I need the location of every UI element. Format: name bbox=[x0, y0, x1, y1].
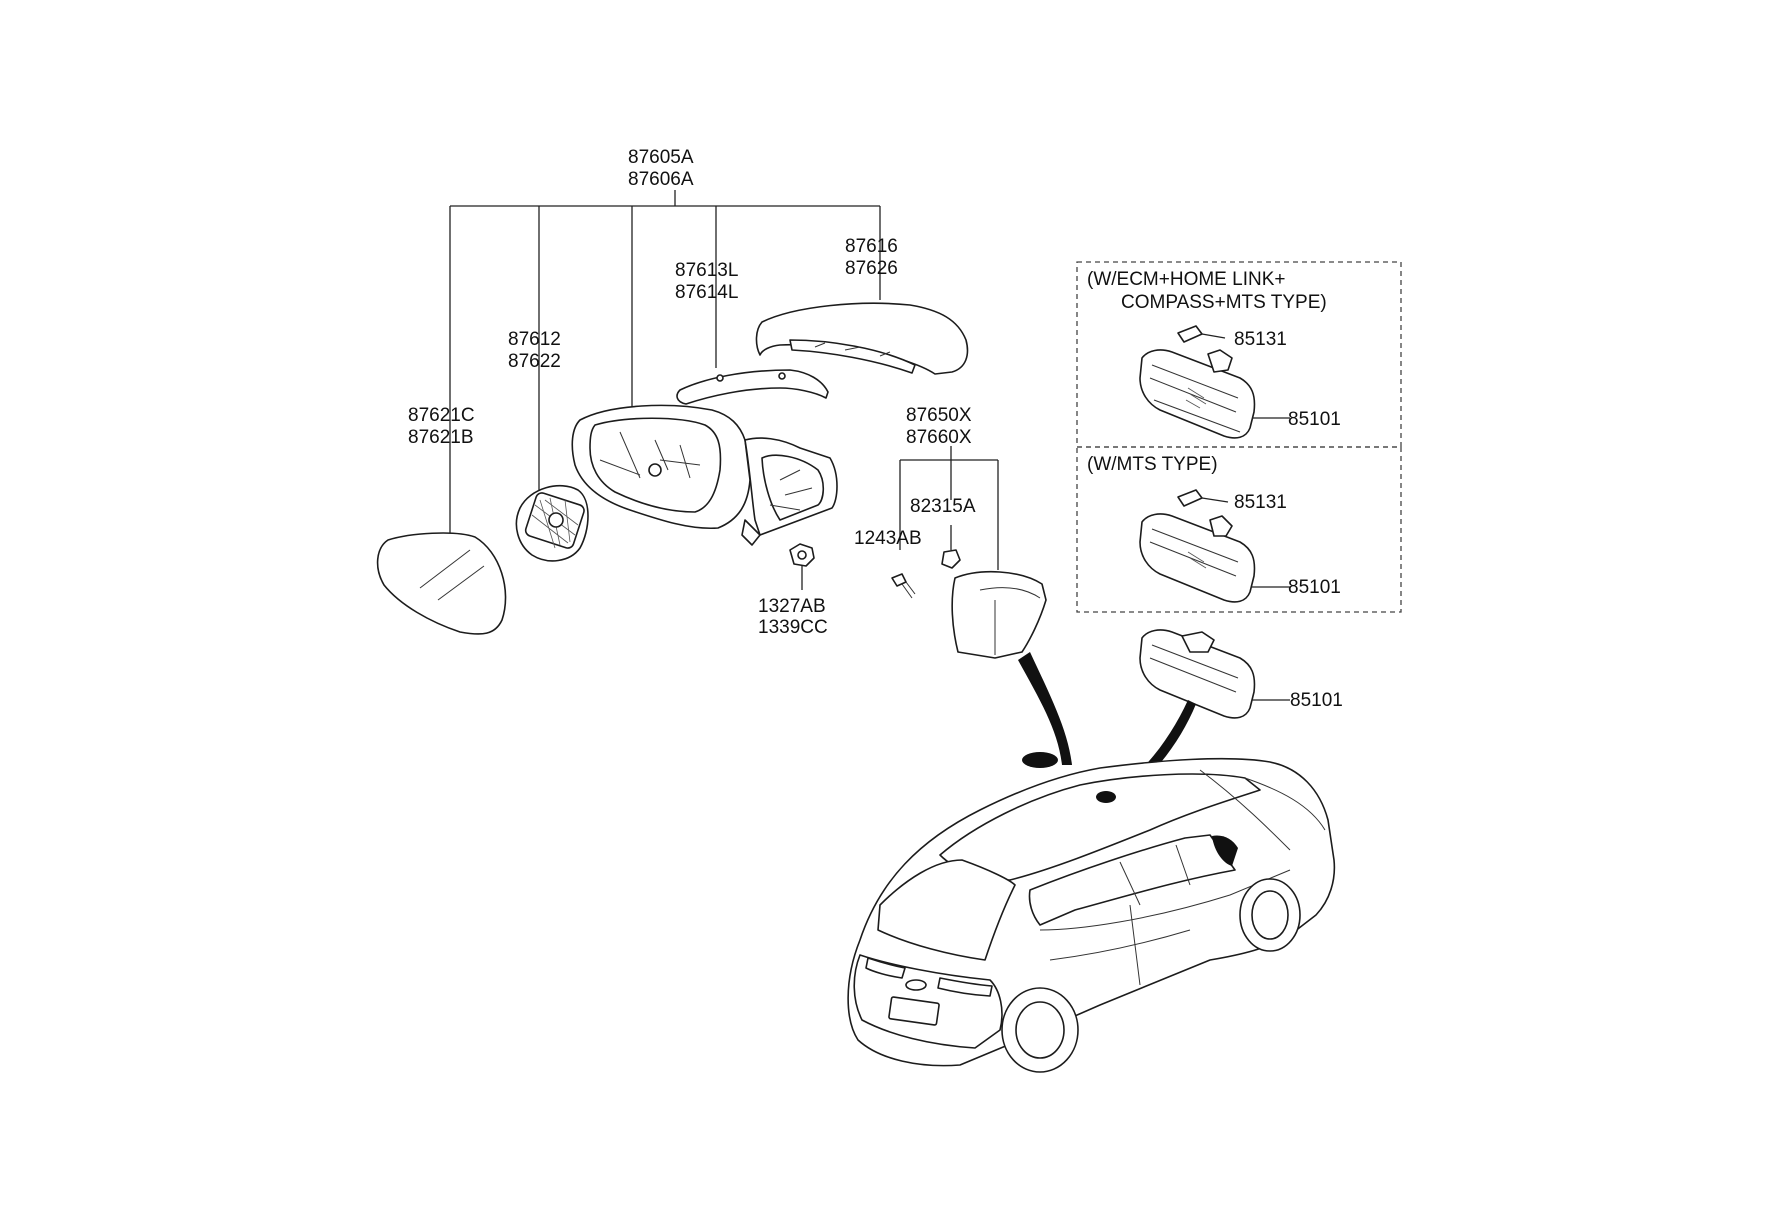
mirror-housing bbox=[571, 404, 838, 546]
label-85101-ecm: 85101 bbox=[1288, 409, 1341, 430]
label-87612: 87612 bbox=[508, 329, 561, 350]
label-87622: 87622 bbox=[508, 351, 561, 372]
screw-1243AB bbox=[891, 573, 916, 599]
label-87621B: 87621B bbox=[408, 427, 474, 448]
label-87605A: 87605A bbox=[628, 147, 694, 168]
car-illustration bbox=[847, 752, 1336, 1073]
mirror-assy-leader-tree bbox=[449, 190, 881, 545]
box-ecm-title-line1: (W/ECM+HOME LINK+ bbox=[1087, 269, 1285, 290]
label-87660X: 87660X bbox=[906, 427, 972, 448]
side-repeater-lamp bbox=[676, 369, 829, 405]
inside-mirror-mts bbox=[1139, 489, 1290, 603]
label-85131-ecm: 85131 bbox=[1234, 329, 1287, 350]
label-85101-mts: 85101 bbox=[1288, 577, 1341, 598]
label-87613L: 87613L bbox=[675, 260, 738, 281]
option-box-mts bbox=[1076, 446, 1402, 613]
inside-mirror-base bbox=[1139, 629, 1290, 719]
box-mts-title: (W/MTS TYPE) bbox=[1087, 454, 1218, 475]
label-87616: 87616 bbox=[845, 236, 898, 257]
label-87621C: 87621C bbox=[408, 405, 475, 426]
cover-leader-tree bbox=[899, 446, 999, 570]
label-1339CC: 1339CC bbox=[758, 617, 828, 638]
mirror-nut bbox=[789, 543, 815, 590]
mirror-glass bbox=[376, 532, 507, 635]
clip-82315A bbox=[941, 549, 961, 569]
inside-mirror-ecm bbox=[1139, 325, 1290, 439]
location-arrows bbox=[1018, 652, 1196, 798]
label-87626: 87626 bbox=[845, 258, 898, 279]
label-87650X: 87650X bbox=[906, 405, 972, 426]
label-85101-base: 85101 bbox=[1290, 690, 1343, 711]
part-labels: 87605A 87606A 87616 87626 87613L 87614L … bbox=[408, 147, 1343, 711]
box-ecm-title-line2: COMPASS+MTS TYPE) bbox=[1121, 292, 1327, 313]
mirror-inside-cover bbox=[951, 570, 1047, 659]
label-1327AB: 1327AB bbox=[758, 596, 826, 617]
mirror-scalp-cover bbox=[755, 302, 969, 375]
mirror-actuator bbox=[515, 484, 589, 562]
label-85131-mts: 85131 bbox=[1234, 492, 1287, 513]
label-87606A: 87606A bbox=[628, 169, 694, 190]
label-1243AB: 1243AB bbox=[854, 528, 922, 549]
label-82315A: 82315A bbox=[910, 496, 976, 517]
label-87614L: 87614L bbox=[675, 282, 738, 303]
